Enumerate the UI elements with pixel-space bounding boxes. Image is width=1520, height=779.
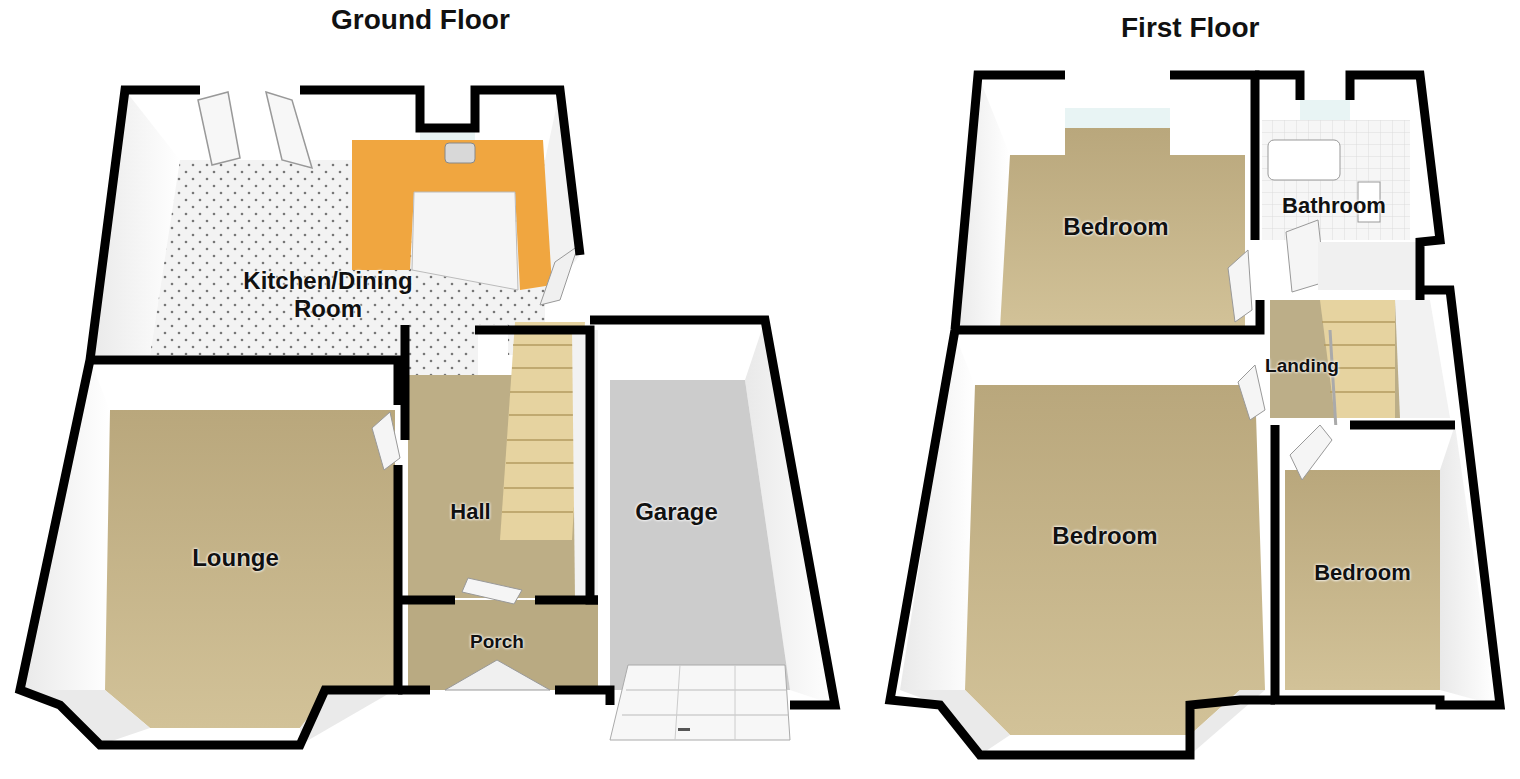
room-label: Landing [1265,355,1339,377]
room: Hall [446,497,495,527]
floor-heading: Ground Floor [331,4,510,36]
room-label: Hall [450,499,490,524]
room-label: Bedroom [1063,213,1168,241]
room-label: Porch [470,631,524,653]
garage-door [610,665,790,740]
room: Landing [1261,353,1343,379]
room-label: Garage [635,498,718,526]
room: Bedroom [1310,558,1415,588]
room: Bathroom [1278,191,1390,221]
room-label: Bedroom [1052,522,1157,550]
room: Porch [466,629,528,655]
room: Kitchen/Dining Room [209,265,447,325]
room: Bedroom [1048,520,1162,552]
room: Bedroom [1059,211,1173,243]
room: Lounge [188,542,283,574]
room-label: Bathroom [1282,193,1386,218]
room-label: Lounge [192,544,279,572]
room: Garage [631,496,722,528]
floor-heading: First Floor [1121,12,1259,44]
floor-region: First FloorBedroomBathroomLandingBedroom… [870,0,1520,779]
floor-region: Ground FloorKitchen/Dining RoomLounge Hal… [0,0,860,779]
room-label: Kitchen/Dining Room [213,267,443,322]
room-label: Bedroom [1314,560,1411,585]
